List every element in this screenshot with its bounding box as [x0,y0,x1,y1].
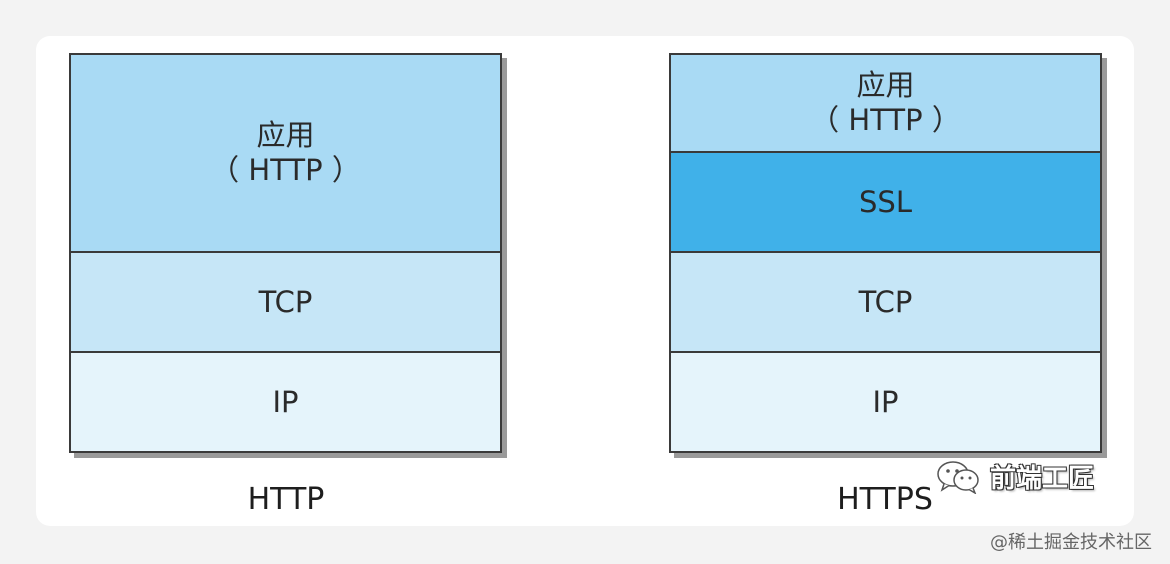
layer-sublabel: （ HTTP ） [210,153,361,187]
https-ssl-layer: SSL [669,153,1102,253]
https-ip-layer: IP [669,353,1102,453]
layer-label: TCP [858,284,913,319]
layer-label: SSL [859,184,912,219]
http-protocol-stack: 应用 （ HTTP ） TCP IP [69,53,502,453]
wechat-icon [937,460,979,494]
https-tcp-layer: TCP [669,253,1102,353]
layer-label: 应用 [856,68,915,103]
brand-watermark: 前端工匠 [936,458,1094,495]
https-caption: HTTPS [837,482,933,517]
https-application-layer: 应用 （ HTTP ） [669,53,1102,153]
http-caption: HTTP [247,482,325,517]
brand-watermark-text: 前端工匠 [990,464,1095,494]
site-watermark: @稀土掘金技术社区 [990,532,1152,553]
http-ip-layer: IP [69,353,502,453]
http-application-layer: 应用 （ HTTP ） [69,53,502,253]
layer-label: IP [272,384,299,419]
layer-sublabel: （ HTTP ） [810,103,961,137]
http-tcp-layer: TCP [69,253,502,353]
https-protocol-stack: 应用 （ HTTP ） SSL TCP IP [669,53,1102,453]
layer-label: TCP [258,284,313,319]
layer-label: IP [872,384,899,419]
layer-label: 应用 [256,118,315,153]
